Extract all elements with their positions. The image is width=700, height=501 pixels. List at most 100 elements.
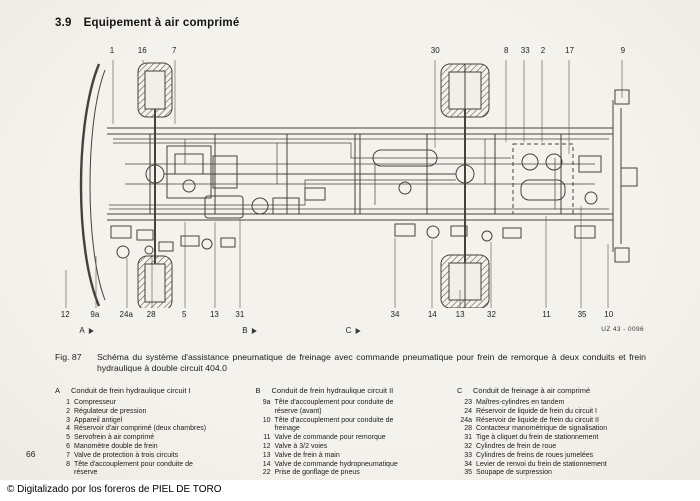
legend-item-text: Manomètre double de frein xyxy=(74,442,158,450)
legend-item-number: 31 xyxy=(464,434,472,442)
figure-caption-text: Schéma du système d'assistance pneumatiq… xyxy=(97,352,646,373)
legend-item-number: 22 xyxy=(262,469,271,477)
callout-number-34: 34 xyxy=(390,310,400,319)
wheel-front-bottom xyxy=(137,255,173,308)
callout-number-24a: 24a xyxy=(119,310,133,319)
legend-item-number: 1 xyxy=(66,399,70,406)
callout-number-1: 1 xyxy=(109,46,115,55)
front-bumper xyxy=(79,63,106,307)
legend-item-text: Valve à 3/2 voies xyxy=(274,442,328,450)
legend-item: 31 Tige à cliquet du frein de stationneme… xyxy=(457,434,647,443)
legend-item-number: 3 xyxy=(66,416,70,424)
scanned-paper-background xyxy=(0,0,700,480)
legend-item-number: 5 xyxy=(66,434,70,442)
legend-column-b: B Conduit de frein hydraulique circuit II… xyxy=(256,386,418,478)
legend-item-number: 32 xyxy=(464,442,472,450)
legend-item-text: Réservoir de liquide de frein du circuit… xyxy=(476,407,598,415)
callout-number-32: 32 xyxy=(487,310,496,319)
legend-item: 5 Servofrein à air comprimé xyxy=(55,434,216,443)
callout-number-2: 2 xyxy=(540,46,546,55)
figure-caption-label: Fig. 87 xyxy=(55,352,82,362)
callout-number-16: 16 xyxy=(137,46,147,55)
legend-item-number: 14 xyxy=(262,460,271,468)
callout-leader-lines xyxy=(65,60,623,308)
legend-item-text: Réservoir d'air comprimé (deux chambres) xyxy=(74,425,207,433)
callout-number-30: 30 xyxy=(430,46,440,55)
legend-item-text: Contacteur manométrique de signalisation xyxy=(476,425,608,433)
legend-item-number: 35 xyxy=(464,469,472,477)
legend-item-text: Maîtres-cylindres en tandem xyxy=(476,399,565,406)
legend-item-number: 6 xyxy=(66,442,70,450)
callout-number-14: 14 xyxy=(427,310,437,319)
legend-letter: B xyxy=(255,386,261,395)
legend-item-number: 33 xyxy=(464,451,472,459)
plate-code: UZ 43 - 0096 xyxy=(601,326,644,333)
legend-letter: C xyxy=(457,386,463,395)
legend-item-text: Levier de renvoi du frein de stationneme… xyxy=(476,460,607,468)
legend-item-number: 24 xyxy=(464,407,472,415)
legend-item: 1 Compresseur xyxy=(55,399,216,408)
callout-number-12: 12 xyxy=(60,310,70,319)
legend-item: 2 Régulateur de pression xyxy=(55,408,216,417)
section-title: Equipement à air comprimé xyxy=(83,17,240,29)
legend-item-text: Soupape de surpression xyxy=(476,469,552,477)
legend-column-header: B Conduit de frein hydraulique circuit II xyxy=(256,386,418,395)
legend-item: 24 Réservoir de liquide de frein du circu… xyxy=(457,408,647,417)
legend-item-number: 2 xyxy=(66,407,70,415)
line-marker-label: C xyxy=(345,326,352,335)
marker-arrow-icon xyxy=(251,327,257,334)
marker-arrow-icon xyxy=(88,327,94,334)
engine-compressor-group xyxy=(166,145,238,199)
legend-item-text: Tête d'accouplement pour conduite de rés… xyxy=(74,460,193,477)
legend-item-text: Tige à cliquet du frein de stationnement xyxy=(476,434,599,442)
chassis-diagram-drawing xyxy=(65,60,638,308)
callout-number-9a: 9a xyxy=(90,310,100,319)
line-marker-label: B xyxy=(242,326,248,335)
legend-column-header: C Conduit de freinage à air comprimé xyxy=(457,386,647,395)
legend-item-number: 28 xyxy=(464,425,472,433)
callout-number-31: 31 xyxy=(235,310,245,319)
wheel-front-top xyxy=(137,62,173,118)
wheel-rear-bottom-dual xyxy=(440,254,490,308)
callout-number-10: 10 xyxy=(604,310,614,319)
servo-valve-group xyxy=(204,187,326,219)
callout-number-13: 13 xyxy=(209,310,219,319)
legend-item: 35 Soupape de surpression xyxy=(457,469,647,478)
legend-item-text: Valve de commande hydropneumatique xyxy=(274,460,398,468)
legend-title-text: Conduit de frein hydraulique circuit I xyxy=(71,386,191,395)
callout-number-9: 9 xyxy=(620,46,626,55)
legend-item-text: Tête d'accouplement pour conduite de rés… xyxy=(274,399,394,415)
callout-number-5: 5 xyxy=(182,310,187,319)
legend-item-text: Servofrein à air comprimé xyxy=(74,434,155,442)
legend-title-text: Conduit de frein hydraulique circuit II xyxy=(271,386,394,395)
legend-item-text: Régulateur de pression xyxy=(74,407,147,415)
legend-item-number: 12 xyxy=(262,442,271,450)
legend-item: 6 Manomètre double de frein xyxy=(55,443,216,452)
legend-item-text: Cylindres de freins de roues jumelées xyxy=(476,451,594,459)
legend-item-text: Compresseur xyxy=(74,399,117,406)
legend-item-text: Valve de commande pour remorque xyxy=(274,434,386,442)
rear-right-components xyxy=(574,155,602,239)
wheel-rear-top-dual xyxy=(440,63,490,118)
legend-item-text: Valve de frein à main xyxy=(274,451,340,459)
line-marker-b: B xyxy=(242,326,257,335)
legend-title-text: Conduit de freinage à air comprimé xyxy=(473,386,591,395)
